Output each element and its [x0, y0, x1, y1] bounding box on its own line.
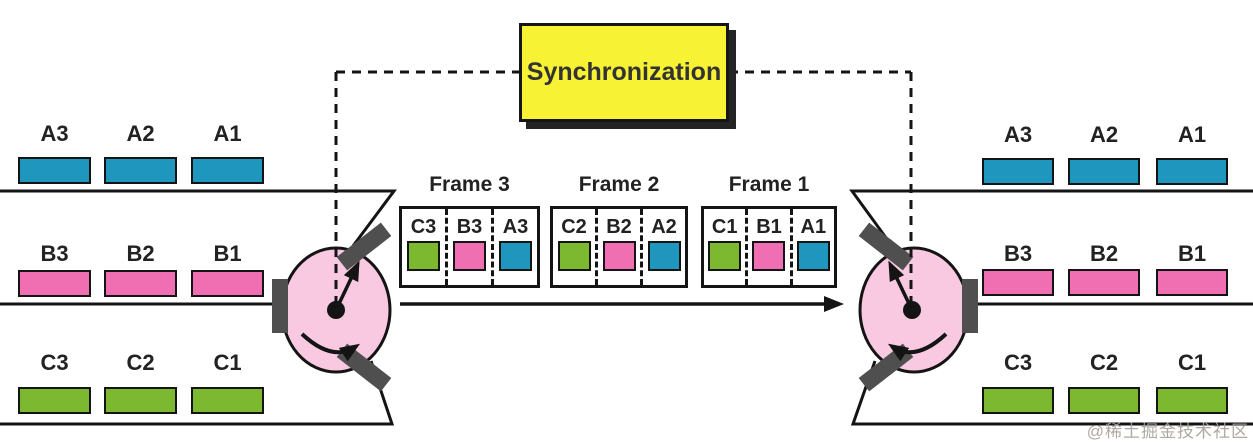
right-slot-a2	[1068, 158, 1140, 185]
frame-1-box: C1 B1 A1	[701, 206, 837, 288]
frame-slot-square	[796, 241, 830, 271]
frame-1-slot-a: A1	[789, 209, 834, 285]
frame-slot-square	[453, 241, 486, 271]
right-slot-c3	[982, 387, 1054, 414]
right-rotary-switch	[858, 222, 978, 392]
right-switch-rotation-arrow	[887, 332, 948, 362]
right-slot-a1	[1156, 158, 1228, 185]
left-line-c-label-1: C1	[213, 350, 242, 375]
right-line-a-label-2: A2	[1089, 122, 1119, 147]
frame-slot-square	[499, 241, 532, 271]
right-switch-hand-arrow	[888, 260, 914, 311]
synchronization-box: Synchronization	[519, 23, 729, 122]
left-slot-b1	[191, 270, 264, 297]
right-switch-contact-b	[962, 279, 978, 333]
right-line-b-label-3: B3	[1003, 241, 1033, 266]
left-line-a	[0, 189, 397, 247]
left-switch-contact-b	[272, 279, 288, 333]
left-slot-b3	[18, 270, 91, 297]
frame-slot-square	[647, 241, 681, 271]
left-slot-a2	[104, 157, 177, 184]
frame-slot-label: C1	[711, 216, 738, 238]
left-switch-hand-arrow	[334, 260, 360, 311]
right-line-a	[849, 189, 1253, 247]
right-slot-b1	[1156, 269, 1228, 296]
frame-slot-label: C2	[561, 216, 587, 238]
left-line-c-label-3: C3	[40, 350, 69, 375]
frame-slot-square	[557, 241, 591, 271]
right-line-a-label-1: A1	[1177, 122, 1207, 147]
frame-slot-square	[602, 241, 636, 271]
watermark-text: @稀土掘金技术社区	[1086, 422, 1249, 441]
frame-slot-label: B2	[606, 216, 632, 238]
frame-2-box: C2 B2 A2	[550, 206, 688, 288]
frame-slot-label: B1	[756, 216, 782, 238]
frame-slot-square	[708, 241, 742, 271]
frame-2-slot-b: B2	[595, 209, 640, 285]
frame-3-title: Frame 3	[429, 173, 510, 196]
frame-slot-label: C3	[410, 216, 437, 238]
right-slot-b3	[982, 269, 1054, 296]
left-switch-contact-a	[336, 222, 392, 271]
frame-1-slot-b: B1	[745, 209, 789, 285]
frame-slot-square	[407, 241, 440, 271]
left-slot-a1	[191, 157, 264, 184]
right-slot-c2	[1068, 387, 1140, 414]
right-line-c-label-2: C2	[1089, 350, 1119, 375]
left-line-b-label-1: B1	[213, 241, 242, 266]
left-slot-c2	[104, 387, 177, 414]
synchronization-label: Synchronization	[526, 58, 722, 86]
right-line-b-label-2: B2	[1089, 241, 1119, 266]
frame-2-slot-a: A2	[640, 209, 685, 285]
frame-2-title: Frame 2	[578, 173, 660, 196]
frame-3-slot-c: C3	[402, 209, 445, 285]
left-slot-c3	[18, 387, 91, 414]
frame-slot-square	[752, 241, 786, 271]
left-rotary-switch	[272, 222, 392, 392]
left-line-b-label-3: B3	[40, 241, 69, 266]
right-line-c-label-1: C1	[1177, 350, 1207, 375]
frame-3-box: C3 B3 A3	[399, 206, 540, 288]
left-slot-b2	[104, 270, 177, 297]
right-slot-b2	[1068, 269, 1140, 296]
left-slot-a3	[18, 157, 91, 184]
right-line-b-label-1: B1	[1177, 241, 1207, 266]
right-slot-c1	[1156, 387, 1228, 414]
left-line-a-label-1: A1	[213, 121, 242, 146]
left-line-a-label-3: A3	[40, 121, 69, 146]
left-line-c-label-2: C2	[126, 350, 155, 375]
frame-slot-label: A3	[502, 216, 529, 238]
frame-slot-label: B3	[456, 216, 483, 238]
frame-slot-label: A1	[800, 216, 827, 238]
sync-dashed-links	[334, 70, 913, 302]
left-line-b-label-2: B2	[126, 241, 155, 266]
frame-2-slot-c: C2	[553, 209, 595, 285]
right-switch-contact-a	[858, 222, 914, 271]
left-switch-rotation-arrow	[300, 332, 361, 362]
right-slot-a3	[982, 158, 1054, 185]
frame-3-slot-b: B3	[445, 209, 491, 285]
frame-1-title: Frame 1	[728, 173, 810, 196]
right-line-a-label-3: A3	[1003, 122, 1033, 147]
frame-1-slot-c: C1	[704, 209, 745, 285]
right-line-c-label-3: C3	[1003, 350, 1033, 375]
left-slot-c1	[191, 387, 264, 414]
frame-slot-label: A2	[651, 216, 677, 238]
frame-3-slot-a: A3	[491, 209, 537, 285]
left-line-a-label-2: A2	[126, 121, 155, 146]
